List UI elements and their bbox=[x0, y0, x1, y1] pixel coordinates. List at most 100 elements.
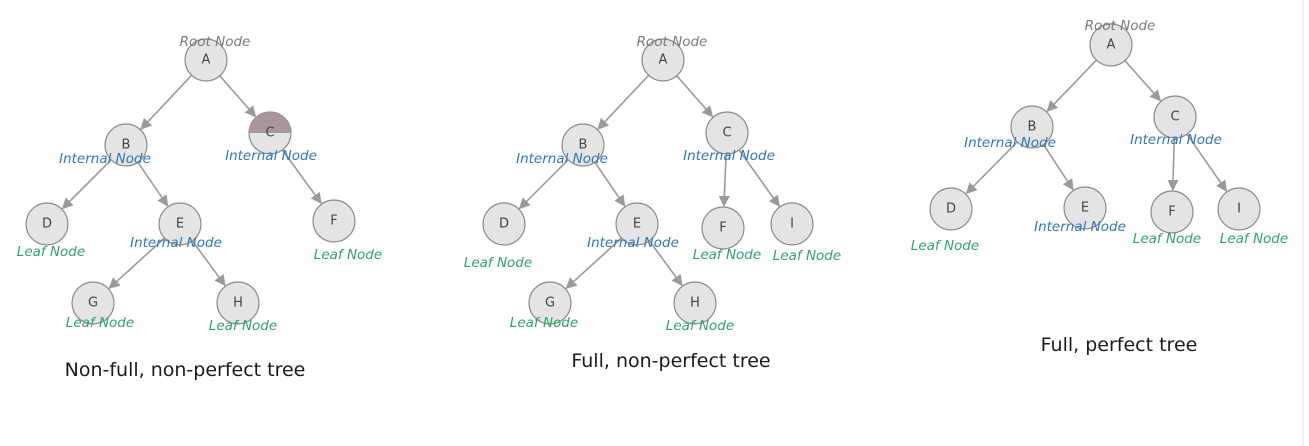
node-a: A bbox=[641, 38, 685, 82]
edge-a-b bbox=[140, 74, 193, 130]
node-label: A bbox=[659, 53, 668, 68]
edge-a-c bbox=[219, 75, 257, 118]
node-label: F bbox=[1168, 205, 1175, 220]
node-label: F bbox=[719, 221, 726, 236]
node-circle bbox=[770, 202, 814, 246]
edge-c-i bbox=[738, 149, 780, 208]
edge-e-h bbox=[648, 240, 683, 287]
edge-c-i bbox=[1186, 133, 1228, 192]
edge-e-g bbox=[108, 237, 166, 289]
edge-b-e bbox=[1042, 144, 1074, 191]
internal-node-label: Internal Node bbox=[225, 148, 317, 164]
node-label: A bbox=[1107, 38, 1116, 53]
node-b: B bbox=[1010, 105, 1054, 149]
node-highlight bbox=[249, 112, 291, 133]
internal-node-label: Internal Node bbox=[683, 148, 775, 164]
node-circle bbox=[561, 123, 605, 167]
node-circle bbox=[104, 123, 148, 167]
tree-caption: Non-full, non-perfect tree bbox=[65, 359, 306, 381]
leaf-node-label: Leaf Node bbox=[17, 244, 85, 260]
root-node-label: Root Node bbox=[1085, 18, 1156, 34]
node-d: D bbox=[482, 202, 526, 246]
node-circle bbox=[673, 281, 717, 325]
node-h: H bbox=[673, 281, 717, 325]
node-label: E bbox=[1081, 201, 1089, 216]
edge-b-e bbox=[137, 161, 169, 207]
leaf-node-label: Leaf Node bbox=[464, 255, 532, 271]
node-label: E bbox=[633, 217, 641, 232]
leaf-node-label: Leaf Node bbox=[666, 318, 734, 334]
internal-node-label: Internal Node bbox=[964, 135, 1056, 151]
node-circle bbox=[1010, 105, 1054, 149]
internal-node-label: Internal Node bbox=[130, 235, 222, 251]
leaf-node-label: Leaf Node bbox=[911, 238, 979, 254]
node-e: E bbox=[615, 202, 659, 246]
leaf-node-label: Leaf Node bbox=[1220, 231, 1288, 247]
node-circle bbox=[929, 187, 973, 231]
node-circle bbox=[641, 38, 685, 82]
node-a: A bbox=[1089, 23, 1133, 67]
node-d: D bbox=[25, 202, 69, 246]
node-circle bbox=[705, 111, 749, 155]
root-node-label: Root Node bbox=[637, 34, 708, 50]
node-label: H bbox=[233, 296, 243, 311]
edge-c-f bbox=[1167, 137, 1179, 192]
internal-node-label: Internal Node bbox=[1034, 219, 1126, 235]
edge-b-d bbox=[61, 159, 112, 210]
node-label: I bbox=[790, 217, 794, 232]
node-circle bbox=[1063, 186, 1107, 230]
root-node-label: Root Node bbox=[180, 34, 251, 50]
tree-caption: Full, non-perfect tree bbox=[571, 350, 770, 372]
node-circle bbox=[528, 281, 572, 325]
node-c: C bbox=[705, 111, 749, 155]
edge-c-f bbox=[718, 153, 730, 208]
node-b: B bbox=[561, 123, 605, 167]
node-label: H bbox=[690, 296, 700, 311]
node-circle bbox=[25, 202, 69, 246]
node-e: E bbox=[158, 202, 202, 246]
edge-c-f bbox=[281, 149, 322, 205]
tree-caption: Full, perfect tree bbox=[1041, 334, 1198, 356]
node-f: F bbox=[1150, 190, 1194, 234]
leaf-node-label: Leaf Node bbox=[510, 315, 578, 331]
node-label: B bbox=[122, 138, 131, 153]
node-i: I bbox=[1217, 187, 1261, 231]
node-label: D bbox=[42, 217, 52, 232]
node-circle bbox=[1217, 187, 1261, 231]
node-label: B bbox=[1028, 120, 1037, 135]
internal-node-label: Internal Node bbox=[1130, 132, 1222, 148]
edge-a-b bbox=[597, 74, 650, 130]
leaf-node-label: Leaf Node bbox=[773, 248, 841, 264]
node-circle bbox=[312, 199, 356, 243]
node-circle bbox=[1153, 95, 1197, 139]
node-a: A bbox=[184, 38, 228, 82]
node-label: C bbox=[722, 126, 731, 141]
node-circle bbox=[158, 202, 202, 246]
node-label: F bbox=[330, 214, 337, 229]
node-e: E bbox=[1063, 186, 1107, 230]
leaf-node-label: Leaf Node bbox=[314, 247, 382, 263]
node-h: H bbox=[216, 281, 260, 325]
node-circle bbox=[71, 281, 115, 325]
node-c: C bbox=[1153, 95, 1197, 139]
node-f: F bbox=[701, 206, 745, 250]
edge-b-d bbox=[965, 141, 1018, 195]
node-label: D bbox=[946, 202, 956, 217]
edge-e-h bbox=[191, 240, 226, 287]
node-label: G bbox=[545, 296, 555, 311]
node-i: I bbox=[770, 202, 814, 246]
node-b: B bbox=[104, 123, 148, 167]
internal-node-label: Internal Node bbox=[59, 151, 151, 167]
node-circle bbox=[184, 38, 228, 82]
node-g: G bbox=[71, 281, 115, 325]
node-f: F bbox=[312, 199, 356, 243]
node-label: A bbox=[202, 53, 211, 68]
node-label: I bbox=[1237, 202, 1241, 217]
edge-b-d bbox=[518, 159, 569, 210]
node-g: G bbox=[528, 281, 572, 325]
